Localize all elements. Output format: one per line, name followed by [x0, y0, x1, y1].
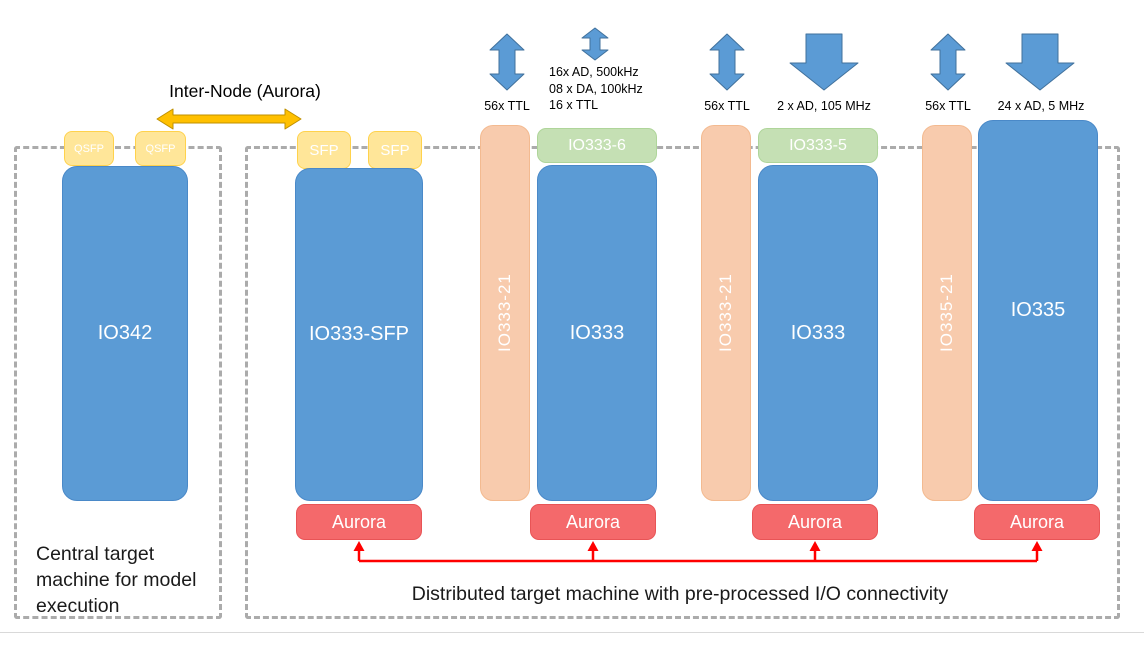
qsfp-port-1: QSFP	[64, 131, 114, 166]
qsfp-port-2: QSFP	[135, 131, 186, 166]
central-target-caption: Central target machine for model executi…	[36, 543, 197, 617]
io333-6-box: IO333-6	[537, 128, 657, 163]
io333-box-2: IO333	[758, 165, 878, 501]
io335-box: IO335	[978, 120, 1098, 501]
io-label-line-3: 16 x TTL	[549, 98, 599, 112]
io342-box: IO342	[62, 166, 188, 501]
aurora-box-4: Aurora	[974, 504, 1100, 540]
aurora-box-3: Aurora	[752, 504, 878, 540]
io-label-ad-da-ttl: 16x AD, 500kHz 08 x DA, 100kHz 16 x TTL	[549, 64, 659, 114]
aurora-box-2: Aurora	[530, 504, 656, 540]
io-label-ad-105mhz: 2 x AD, 105 MHz	[777, 99, 871, 113]
io-label-ttl-2: 56x TTL	[704, 99, 750, 113]
central-target-group-border	[14, 146, 222, 619]
aurora-interconnect-arrows	[353, 541, 1043, 563]
io333-box-1: IO333	[537, 165, 657, 501]
bidirectional-arrow-icon-2	[709, 33, 745, 91]
inter-node-label: Inter-Node (Aurora)	[169, 81, 321, 101]
distributed-target-caption: Distributed target machine with pre-proc…	[411, 583, 949, 605]
down-arrow-icon-2	[1005, 33, 1075, 91]
sfp-port-1: SFP	[297, 131, 351, 169]
io333-21-column-2: IO333-21	[701, 125, 751, 501]
bidirectional-arrow-small-icon	[581, 27, 609, 61]
io-label-ttl-1: 56x TTL	[484, 99, 530, 113]
io333-sfp-box: IO333-SFP	[295, 168, 423, 501]
io-label-line-1: 16x AD, 500kHz	[549, 65, 639, 79]
bidirectional-arrow-icon-1	[489, 33, 525, 91]
distributed-target-group-border	[245, 146, 1120, 619]
io-label-ad-5mhz: 24 x AD, 5 MHz	[997, 99, 1085, 113]
io335-21-column: IO335-21	[922, 125, 972, 501]
io-label-line-2: 08 x DA, 100kHz	[549, 81, 643, 96]
slide-divider-line	[0, 632, 1144, 633]
down-arrow-icon-1	[789, 33, 859, 91]
inter-node-double-arrow-icon	[156, 108, 302, 130]
sfp-port-2: SFP	[368, 131, 422, 169]
io-label-ttl-3: 56x TTL	[925, 99, 971, 113]
bidirectional-arrow-icon-3	[930, 33, 966, 91]
aurora-box-1: Aurora	[296, 504, 422, 540]
io333-21-column-1: IO333-21	[480, 125, 530, 501]
io333-5-box: IO333-5	[758, 128, 878, 163]
